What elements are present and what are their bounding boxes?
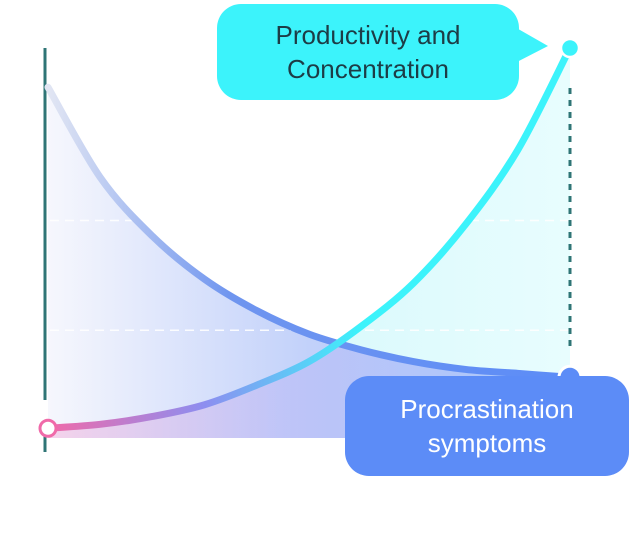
callout-box	[217, 4, 519, 100]
series-line-productivity	[44, 44, 574, 432]
point-productivity-start	[38, 418, 58, 438]
series-line-procrastination	[44, 83, 574, 381]
callout-label-line: Productivity and	[276, 20, 461, 50]
productivity-area-upper	[48, 48, 570, 378]
procrastination-area	[48, 87, 570, 438]
callout-label-line: Concentration	[287, 54, 449, 84]
callout-pointer	[546, 380, 586, 406]
callout-pointer	[513, 26, 548, 64]
callout-procrastination: Procrastination symptoms	[345, 376, 629, 476]
callout-label-line: Procrastination	[400, 394, 573, 424]
callout-box	[345, 376, 629, 476]
callout-label-line: symptoms	[428, 428, 546, 458]
point-productivity-end	[559, 37, 581, 59]
